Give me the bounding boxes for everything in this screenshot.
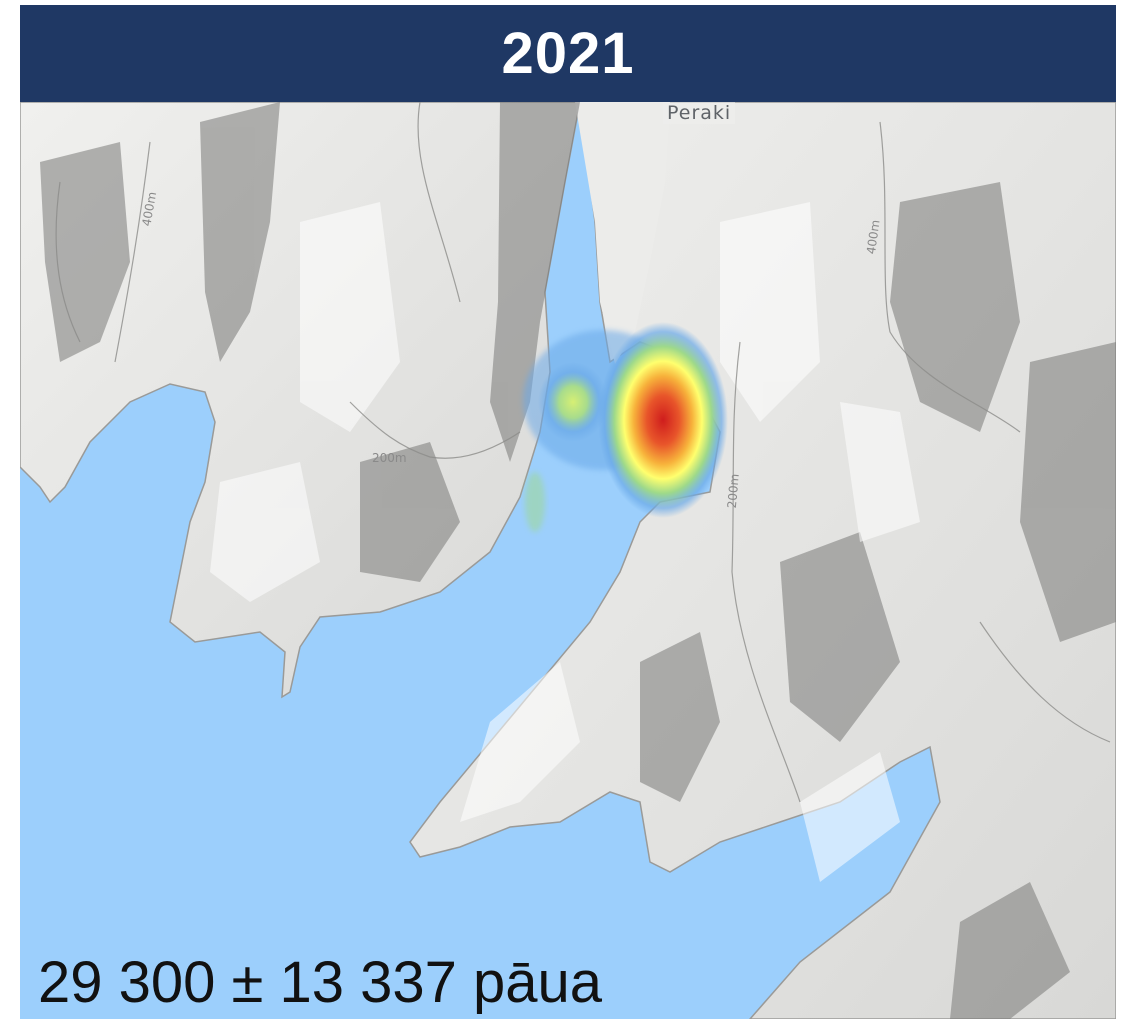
density-hotspot-secondary (538, 362, 608, 442)
population-estimate: 29 300 ± 13 337 pāua (38, 950, 602, 1015)
hillshade-shadows (40, 102, 1116, 1019)
hillshade-highlights (210, 202, 920, 882)
peraki-valley (575, 102, 670, 364)
density-hotspot-main (598, 322, 728, 518)
place-label-peraki: Peraki (663, 102, 736, 124)
contour-label-200m-west: 200m (372, 451, 407, 465)
title-bar: 2021 (20, 5, 1116, 102)
year-title: 2021 (501, 21, 635, 86)
contour-label-200m-east: 200m (724, 473, 742, 509)
density-heatmap (523, 322, 728, 532)
map-figure: 2021 (20, 5, 1116, 1019)
map-view[interactable]: Peraki 400m 400m 200m 200m 29 300 ± 13 3… (20, 102, 1116, 1019)
terrain-map (20, 102, 1116, 1019)
contour-lines (55, 102, 1111, 803)
